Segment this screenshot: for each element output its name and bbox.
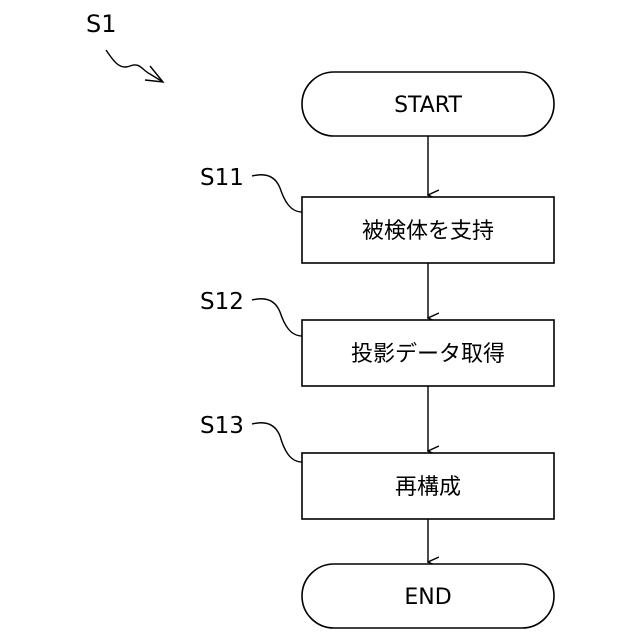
leader-s13 [252, 423, 302, 462]
figure-label: S1 [86, 10, 117, 38]
leader-s11 [252, 175, 302, 212]
leader-s12 [252, 299, 302, 336]
step-id-s12: S12 [200, 289, 244, 315]
step-id-s13: S13 [200, 413, 244, 439]
figure-leader-arrowhead [145, 66, 163, 82]
end-label: END [404, 585, 451, 610]
step-id-s11: S11 [200, 165, 244, 191]
figure-leader-arrow [106, 50, 163, 82]
process-text-s13: 再構成 [395, 475, 461, 500]
process-text-s12: 投影データ取得 [351, 342, 505, 367]
start-label: START [394, 93, 462, 118]
process-text-s11: 被検体を支持 [362, 219, 494, 244]
